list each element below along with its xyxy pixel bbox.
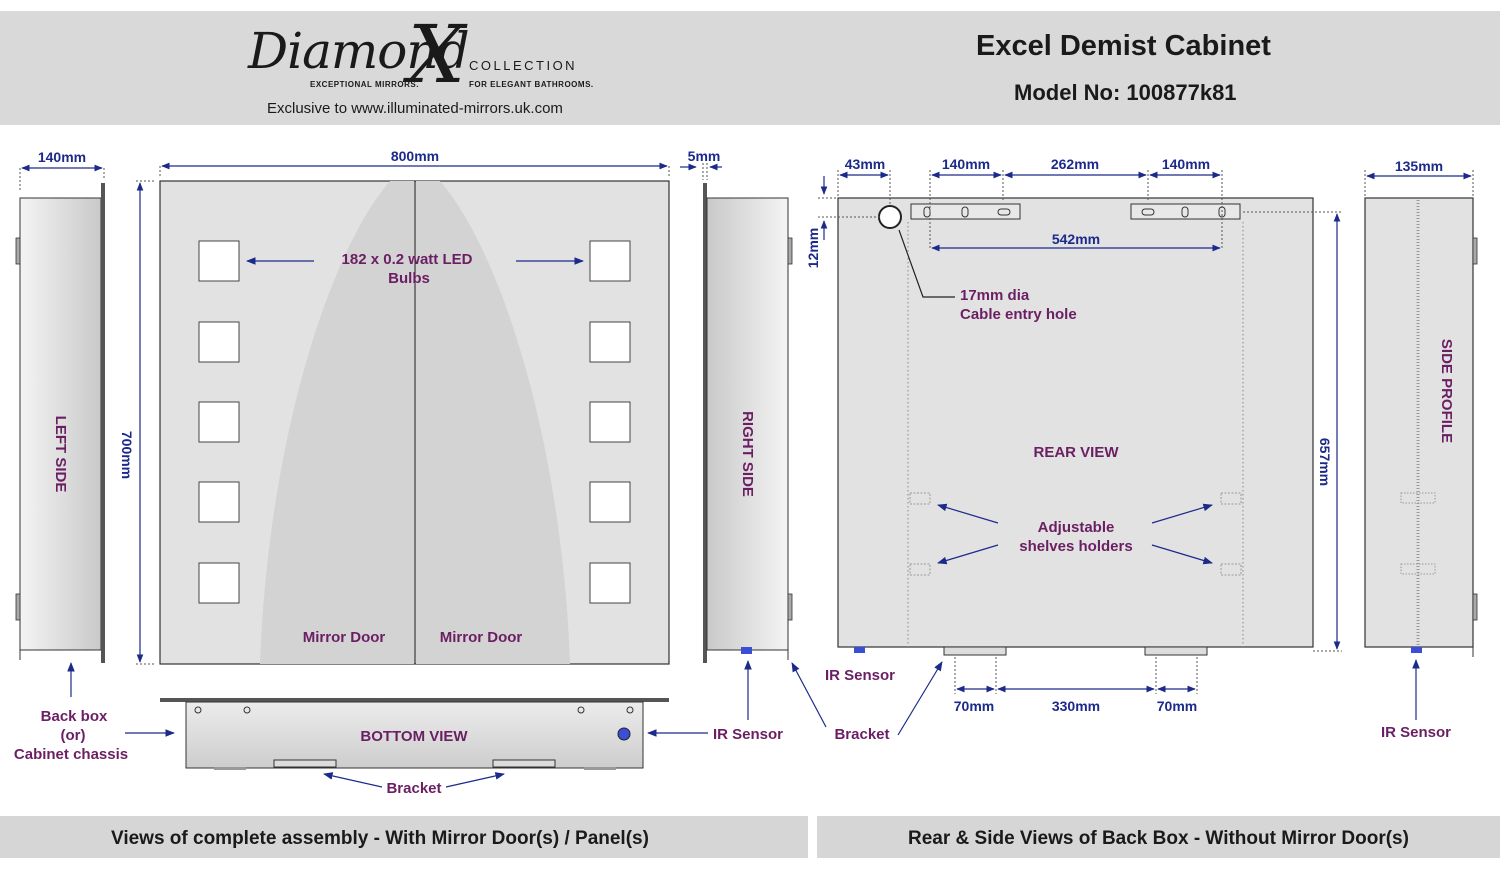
rear-view: REAR VIEW	[837, 197, 1314, 656]
bottom-mid-dimension: 330mm	[1052, 698, 1100, 714]
led-square	[198, 240, 240, 282]
ir-sensor-marker	[854, 647, 865, 653]
bracket-width-right-dimension: 140mm	[1162, 156, 1210, 172]
hole-top-dimension: 12mm	[805, 228, 821, 268]
led-square	[198, 481, 240, 523]
cable-hole-label-line1: 17mm dia	[960, 287, 1030, 304]
shelves-label-line2: shelves holders	[1019, 538, 1132, 555]
exclusive-text: Exclusive to www.illuminated-mirrors.uk.…	[267, 100, 563, 117]
ir-sensor-front-label: IR Sensor	[713, 726, 783, 743]
bottom-left-dimension: 70mm	[954, 698, 994, 714]
left-depth-dimension: 140mm	[38, 149, 86, 165]
led-square	[589, 240, 631, 282]
front-view: 182 x 0.2 watt LED Bulbs Mirror Door Mir…	[159, 180, 670, 665]
side-profile-label: SIDE PROFILE	[1438, 339, 1455, 443]
led-label-line2: Bulbs	[388, 270, 430, 287]
back-box-label-line3: Cabinet chassis	[14, 746, 128, 763]
led-square	[198, 562, 240, 604]
side-profile-view: SIDE PROFILE	[1364, 197, 1478, 657]
height-dimension: 700mm	[119, 431, 135, 479]
cable-hole-label-line2: Cable entry hole	[960, 306, 1077, 323]
right-side-view: RIGHT SIDE	[703, 183, 793, 663]
ir-sensor-marker	[741, 647, 752, 654]
ir-sensor-marker	[1411, 647, 1422, 653]
rear-height-dimension: 657mm	[1317, 438, 1333, 486]
bottom-view: BOTTOM VIEW	[160, 698, 669, 770]
bracket-bottom-label: Bracket	[386, 780, 441, 797]
logo-script-name: Diamond	[248, 22, 470, 80]
bracket-width-left-dimension: 140mm	[942, 156, 990, 172]
bottom-view-label: BOTTOM VIEW	[360, 728, 468, 745]
rear-view-label: REAR VIEW	[1033, 444, 1119, 461]
page-title: Excel Demist Cabinet	[976, 30, 1271, 62]
led-square	[198, 321, 240, 363]
ir-sensor-side-label: IR Sensor	[1381, 724, 1451, 741]
led-square	[589, 562, 631, 604]
door-thickness-dimension: 5mm	[688, 148, 721, 164]
header-band	[0, 11, 1500, 125]
mirror-door-left-label: Mirror Door	[303, 629, 386, 646]
width-dimension: 800mm	[391, 148, 439, 164]
bracket-right-label: Bracket	[834, 726, 889, 743]
footer-left-caption: Views of complete assembly - With Mirror…	[111, 828, 649, 849]
left-side-view: LEFT SIDE	[15, 183, 105, 663]
side-depth-dimension: 135mm	[1395, 158, 1443, 174]
bracket-gap-dimension: 262mm	[1051, 156, 1099, 172]
logo-tagline-left: EXCEPTIONAL MIRRORS.	[310, 80, 419, 89]
shelves-label-line1: Adjustable	[1038, 519, 1115, 536]
right-side-label: RIGHT SIDE	[739, 411, 756, 497]
led-label-line1: 182 x 0.2 watt LED	[342, 251, 473, 268]
footer-right-bar	[817, 816, 1500, 858]
footer-right-caption: Rear & Side Views of Back Box - Without …	[908, 828, 1409, 849]
bracket-span-dimension: 542mm	[1052, 231, 1100, 247]
footer-left-bar	[0, 816, 808, 858]
mirror-door-right-label: Mirror Door	[440, 629, 523, 646]
hole-offset-dimension: 43mm	[845, 156, 885, 172]
left-side-label: LEFT SIDE	[52, 416, 69, 493]
logo-script-x: X	[408, 8, 465, 101]
back-box-label-line1: Back box	[41, 708, 108, 725]
led-square	[589, 481, 631, 523]
logo-tagline-right: FOR ELEGANT BATHROOMS.	[469, 80, 594, 89]
ir-sensor-rear-label: IR Sensor	[825, 667, 895, 684]
led-square	[589, 321, 631, 363]
back-box-label-line2: (or)	[61, 727, 86, 744]
led-square	[198, 401, 240, 443]
led-square	[589, 401, 631, 443]
model-number: Model No: 100877k81	[1014, 80, 1237, 105]
bottom-right-dimension: 70mm	[1157, 698, 1197, 714]
logo-collection: COLLECTION	[469, 58, 578, 73]
